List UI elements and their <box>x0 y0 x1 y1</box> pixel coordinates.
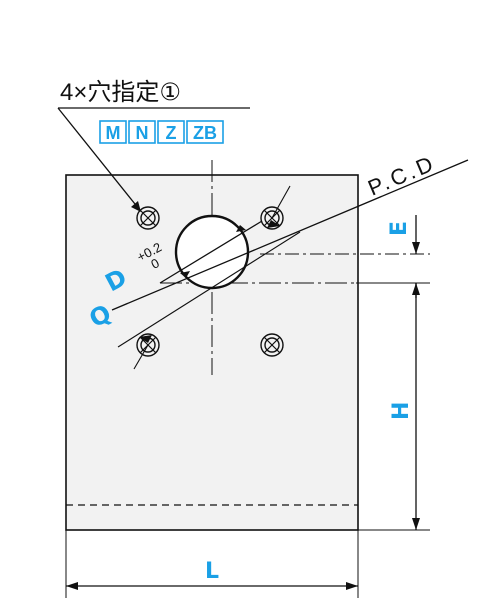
hole-top-left <box>136 206 160 230</box>
tag-box-zb: ZB <box>186 120 224 144</box>
pcd-arrowhead-right <box>267 220 280 228</box>
pcd-extension <box>271 185 291 219</box>
pcd-label: P.C.D <box>364 150 439 200</box>
l-label: L <box>205 559 219 584</box>
tag-zb-label: ZB <box>193 123 217 143</box>
tag-n-label: N <box>136 123 149 143</box>
e-label: E <box>387 221 412 236</box>
bore-diameter-line <box>159 220 263 284</box>
e-arrowhead-top <box>412 242 420 254</box>
pcd-line <box>111 159 469 311</box>
l-arrowhead-left <box>66 582 78 590</box>
tag-box-z: Z <box>157 120 185 144</box>
hole-callout-label: 4×穴指定① <box>60 79 181 106</box>
hole-bottom-right <box>260 333 284 357</box>
callout-arrowhead <box>131 201 141 212</box>
tag-box-m: M <box>99 120 127 144</box>
callout-leader <box>57 107 140 210</box>
h-label: H <box>389 402 414 420</box>
pcd-arrowhead-left <box>139 335 152 343</box>
tag-z-label: Z <box>166 123 177 143</box>
l-arrowhead-right <box>346 582 358 590</box>
tag-m-label: M <box>106 123 121 143</box>
bore-arrowhead-upper <box>236 225 246 232</box>
h-arrowhead-bottom <box>412 518 420 530</box>
pcd-extension-2 <box>133 344 149 370</box>
pcd-parallel <box>117 231 301 348</box>
bore-arrowhead-lower <box>180 271 190 278</box>
tag-box-n: N <box>128 120 156 144</box>
